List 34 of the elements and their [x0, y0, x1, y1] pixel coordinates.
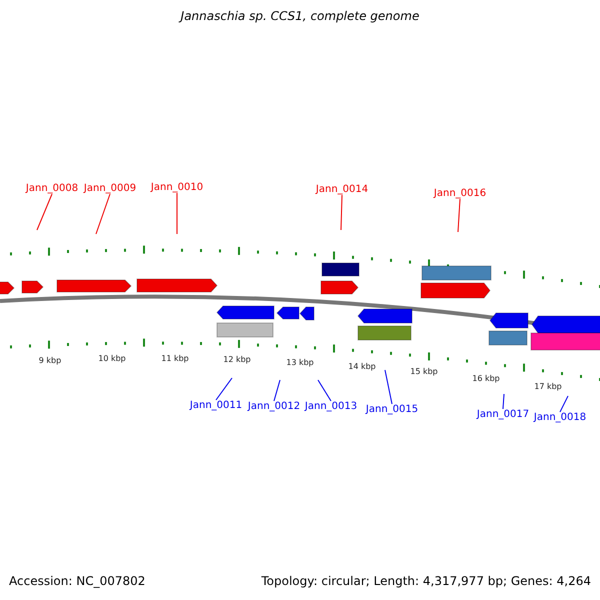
scale-label: 14 kbp: [348, 362, 376, 372]
leader-line: [36, 194, 52, 230]
scale-label: 10 kbp: [98, 354, 126, 364]
leader-line: [458, 198, 460, 232]
scale-label: 15 kbp: [410, 368, 438, 377]
leader-line: [274, 380, 280, 402]
genome-info-text: Topology: circular; Length: 4,317,977 bp; Genes: 4,264: [261, 575, 591, 588]
leader-line: [560, 396, 568, 412]
scale-label: 16 kbp: [472, 374, 500, 384]
leader-line: [384, 370, 392, 404]
gene-label: Jann_0010: [150, 182, 204, 193]
gene-label: Jann_0013: [304, 401, 358, 412]
gene-label: Jann_0008: [26, 183, 78, 194]
gene-label: Jann_0014: [316, 184, 368, 195]
leader-line: [340, 194, 342, 230]
scale-label: 11 kbp: [161, 354, 189, 364]
gene-label: Jann_0011: [190, 400, 242, 411]
scale-label: 12 kbp: [223, 356, 251, 365]
gene-label: Jann_0009: [84, 183, 136, 194]
leader-line: [96, 194, 110, 234]
scale-label: 13 kbp: [286, 358, 314, 368]
leader-line: [318, 380, 332, 402]
accession-text: Accession: NC_007802: [9, 575, 146, 588]
scale-label: 17 kbp: [534, 383, 562, 392]
scale-label: 9 kbp: [38, 356, 62, 366]
gene-label: Jann_0012: [248, 401, 300, 412]
leader-line: [176, 192, 178, 234]
gene-label: Jann_0018: [534, 412, 586, 423]
title: Jannaschia sp. CCS1, complete genome: [180, 10, 420, 24]
gene-label: Jann_0016: [434, 188, 486, 199]
gene-label: Jann_0017: [476, 409, 530, 420]
gene-label: Jann_0015: [366, 404, 418, 415]
leader-line: [216, 378, 232, 400]
leader-line: [502, 394, 504, 410]
